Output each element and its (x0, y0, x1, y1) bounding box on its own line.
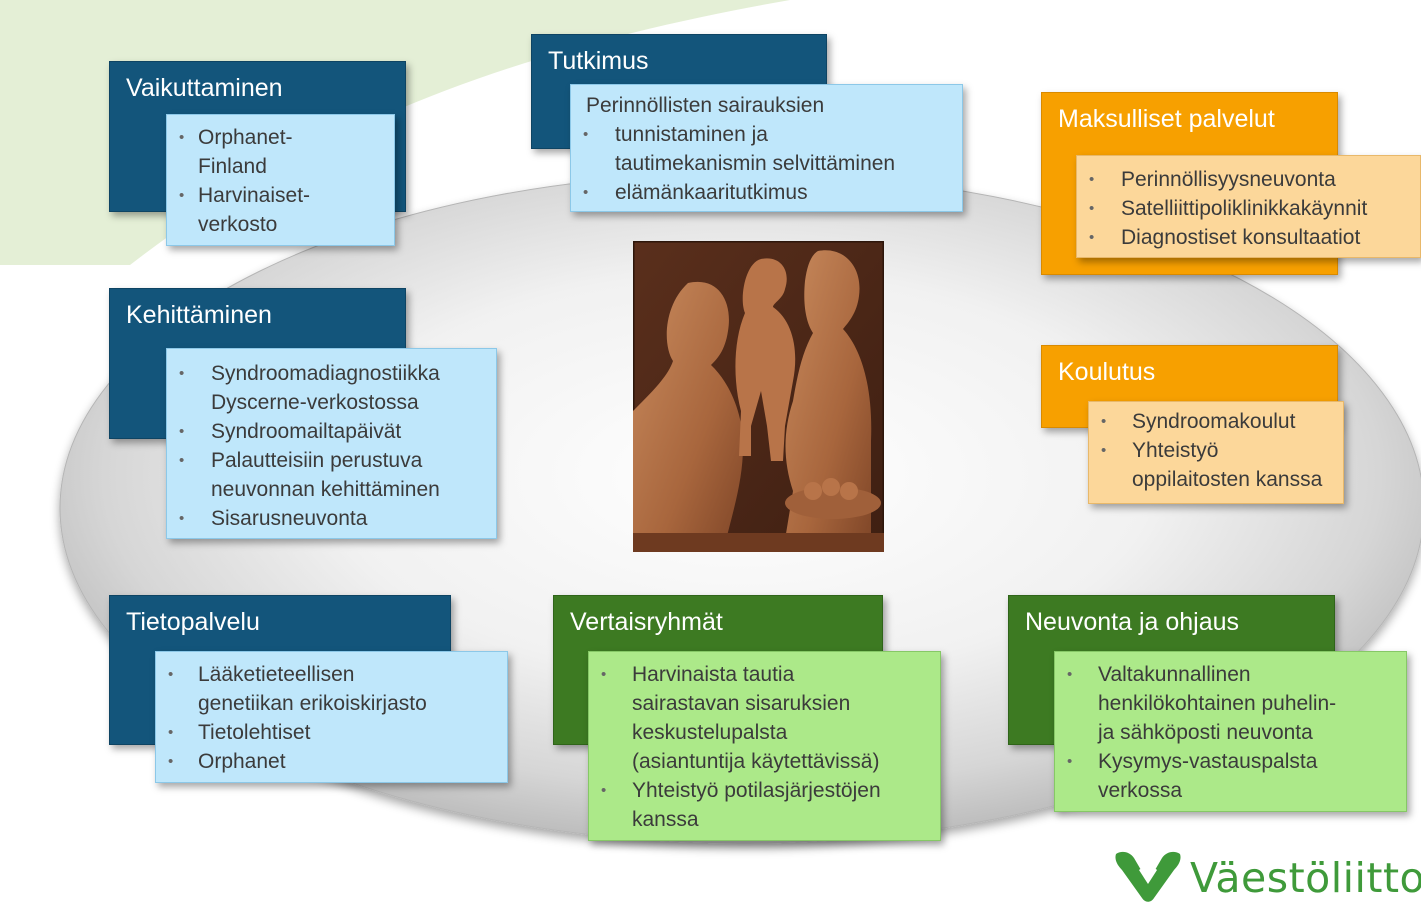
card-koulutus: Syndroomakoulut Yhteistyö oppilaitosten … (1088, 401, 1344, 504)
list-item: Syndroomakoulut (1089, 407, 1343, 436)
card-tietopalvelu: Lääketieteellisen genetiikan erikoiskirj… (155, 651, 508, 783)
vaestoliitto-logo-icon (1115, 851, 1181, 902)
list-item: Yhteistyö oppilaitosten kanssa (1089, 436, 1343, 494)
card-vertaisryhmat: Harvinaista tautia sairastavan sisaruksi… (588, 651, 941, 841)
list-item: Satelliittipoliklinikkakäynnit (1077, 194, 1420, 223)
list-item: Syndroomailtapäivät (167, 417, 496, 446)
tutkimus-lead: Perinnöllisten sairauksien (586, 94, 825, 117)
card-kehittaminen: Syndroomadiagnostiikka Dyscerne-verkosto… (166, 348, 497, 539)
list-item: Tietolehtiset (156, 718, 507, 747)
list-item: Perinnöllisyysneuvonta (1077, 165, 1420, 194)
list-item: Lääketieteellisen genetiikan erikoiskirj… (156, 660, 507, 718)
card-maksulliset-palvelut: Perinnöllisyysneuvonta Satelliittipolikl… (1076, 155, 1421, 258)
list-item: Kysymys-vastauspalsta verkossa (1055, 747, 1406, 805)
logo-text: Väestöliitto (1190, 854, 1421, 902)
list-item: Orphanet- Finland (167, 123, 394, 181)
card-neuvonta-ja-ohjaus: Valtakunnallinen henkilökohtainen puheli… (1054, 651, 1407, 812)
list-item: Harvinaista tautia sairastavan sisaruksi… (589, 660, 940, 776)
list-item: Palautteisiin perustuva neuvonnan kehitt… (167, 446, 496, 504)
wood-relief-image (633, 241, 884, 552)
list-item: tunnistaminen ja tautimekanismin selvitt… (571, 120, 962, 178)
list-item: Sisarusneuvonta (167, 504, 496, 533)
relief-child-figure (735, 258, 796, 461)
list-item: elämänkaaritutkimus (571, 178, 962, 207)
list-item: Valtakunnallinen henkilökohtainen puheli… (1055, 660, 1406, 747)
relief-left-figure (633, 281, 743, 552)
card-vaikuttaminen: Orphanet- Finland Harvinaiset- verkosto (166, 114, 395, 246)
relief-right-figure (783, 250, 872, 552)
list-item: Diagnostiset konsultaatiot (1077, 223, 1420, 252)
list-item: Syndroomadiagnostiikka Dyscerne-verkosto… (167, 359, 496, 417)
list-item: Orphanet (156, 747, 507, 776)
list-item: Harvinaiset- verkosto (167, 181, 394, 239)
card-tutkimus: Perinnöllisten sairauksien tunnistaminen… (570, 84, 963, 212)
list-item: Yhteistyö potilasjärjestöjen kanssa (589, 776, 940, 834)
